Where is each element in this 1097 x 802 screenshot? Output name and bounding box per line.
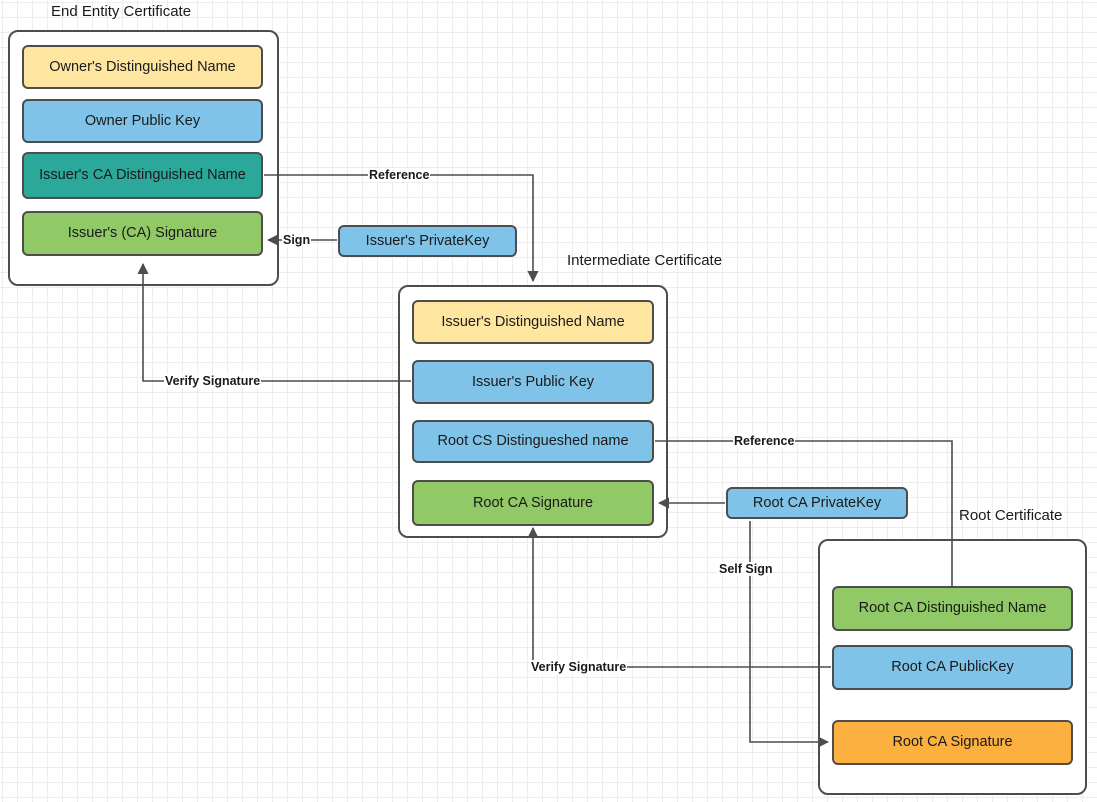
field-owners-distinguished-name[interactable]: Owner's Distinguished Name: [22, 45, 263, 89]
field-issuers-ca-distinguished-name[interactable]: Issuer's CA Distinguished Name: [22, 152, 263, 199]
edge-label-sign-1: Sign: [282, 233, 312, 247]
edge-label-verify-signature-2: Verify Signature: [530, 660, 628, 674]
edge-label-reference-1: Reference: [368, 168, 431, 182]
field-root-ca-distinguished-name[interactable]: Root CA Distinguished Name: [832, 586, 1073, 631]
field-root-cs-distingueshed-name[interactable]: Root CS Distingueshed name: [412, 420, 654, 463]
key-issuers-privatekey[interactable]: Issuer's PrivateKey: [338, 225, 517, 257]
edge-self-sign: [749, 521, 830, 748]
cert-title-root: Root Certificate: [959, 507, 1063, 524]
field-intermediate-root-ca-signature[interactable]: Root CA Signature: [412, 480, 654, 526]
field-issuers-public-key[interactable]: Issuer's Public Key: [412, 360, 654, 404]
edge-label-verify-signature-1: Verify Signature: [164, 374, 262, 388]
key-root-ca-privatekey[interactable]: Root CA PrivateKey: [726, 487, 908, 519]
edge-label-reference-2: Reference: [733, 434, 796, 448]
edge-label-self-sign: Self Sign: [718, 562, 774, 576]
field-root-ca-signature[interactable]: Root CA Signature: [832, 720, 1073, 765]
field-issuers-distinguished-name[interactable]: Issuer's Distinguished Name: [412, 300, 654, 344]
field-root-ca-publickey[interactable]: Root CA PublicKey: [832, 645, 1073, 690]
edge-verify-signature-2: [527, 526, 831, 668]
cert-title-intermediate: Intermediate Certificate: [567, 252, 723, 269]
field-owner-public-key[interactable]: Owner Public Key: [22, 99, 263, 143]
cert-title-end-entity: End Entity Certificate: [51, 3, 192, 20]
field-issuers-ca-signature[interactable]: Issuer's (CA) Signature: [22, 211, 263, 256]
